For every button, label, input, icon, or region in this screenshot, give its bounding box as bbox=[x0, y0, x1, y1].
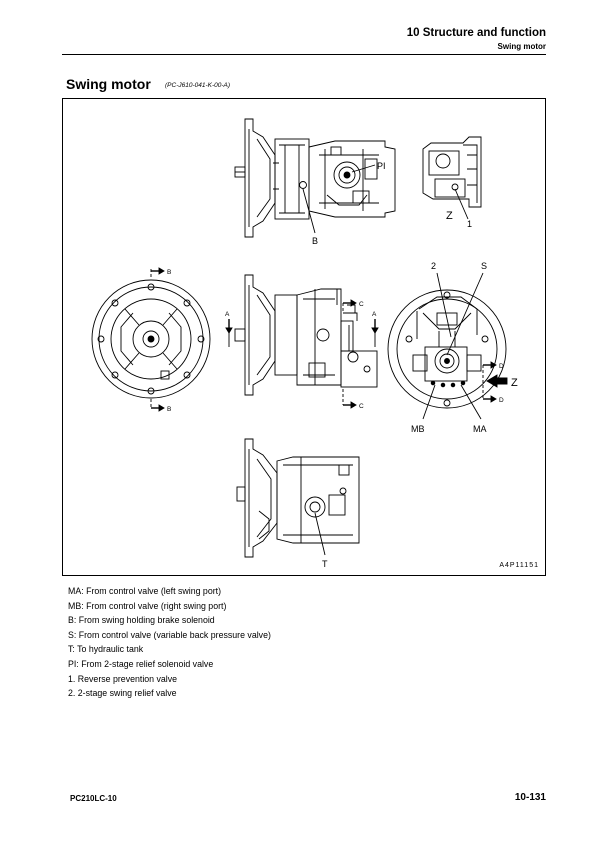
label-s: S bbox=[481, 261, 487, 271]
top-right-view bbox=[422, 136, 482, 208]
label-z-top: Z bbox=[446, 210, 453, 222]
label-sec-b-bottom: B bbox=[167, 406, 171, 413]
page-title: Swing motor bbox=[66, 76, 151, 92]
legend-item-pi: PI: From 2-stage relief solenoid valve bbox=[68, 658, 214, 669]
two-leader bbox=[436, 272, 452, 338]
swing-motor-drawing: PI B Z 1 2 S MB MA Z T B B A A C C D D bbox=[91, 118, 518, 569]
label-pi: PI bbox=[377, 161, 386, 171]
t-leader bbox=[314, 512, 326, 556]
legend-item-b: B: From swing holding brake solenoid bbox=[68, 615, 215, 626]
section-d-markers bbox=[482, 361, 497, 403]
legend-item-2: 2. 2-stage swing relief valve bbox=[68, 688, 177, 699]
label-mb: MB bbox=[411, 424, 425, 434]
label-b-top: B bbox=[312, 236, 318, 246]
legend-item-mb: MB: From control valve (right swing port… bbox=[68, 600, 227, 611]
view-z-arrow bbox=[486, 374, 508, 388]
page-number: 10-131 bbox=[514, 792, 546, 803]
top-side-view bbox=[234, 118, 396, 238]
bottom-side-view bbox=[236, 438, 360, 558]
chapter-title: 10 Structure and function bbox=[406, 27, 546, 39]
document-code: (PC-J610-041-K-00-A) bbox=[165, 82, 231, 89]
legend-item-1: 1. Reverse prevention valve bbox=[68, 673, 178, 684]
label-sec-a-right: A bbox=[372, 311, 377, 318]
swing-motor-figure: PI B Z 1 2 S MB MA Z T B B A A C C D D A… bbox=[62, 98, 546, 576]
section-subtitle: Swing motor bbox=[497, 42, 546, 51]
header-rule bbox=[62, 54, 546, 55]
label-two: 2 bbox=[431, 261, 436, 271]
mb-leader bbox=[422, 384, 436, 420]
legend-item-t: T: To hydraulic tank bbox=[68, 644, 144, 655]
right-section-view bbox=[387, 289, 507, 409]
label-z-arrow: Z bbox=[511, 377, 518, 389]
left-front-view bbox=[91, 269, 211, 409]
section-a-markers bbox=[225, 319, 379, 347]
label-sec-d-bottom: D bbox=[499, 397, 504, 404]
label-ma: MA bbox=[473, 424, 487, 434]
label-sec-d-top: D bbox=[499, 363, 504, 370]
s-leader bbox=[446, 272, 484, 356]
legend-item-s: S: From control valve (variable back pre… bbox=[68, 629, 271, 640]
section-b-markers bbox=[151, 267, 165, 412]
model-name: PC210LC-10 bbox=[70, 794, 117, 803]
label-sec-c-top: C bbox=[359, 301, 364, 308]
middle-side-view bbox=[234, 274, 378, 396]
b-leader-top bbox=[302, 188, 316, 234]
label-t: T bbox=[322, 559, 328, 569]
section-c-markers bbox=[342, 299, 357, 409]
legend-item-ma: MA: From control valve (left swing port) bbox=[68, 586, 222, 596]
label-sec-b-top: B bbox=[167, 269, 171, 276]
pi-leader bbox=[351, 164, 376, 173]
figure-code: A4P11151 bbox=[499, 562, 539, 569]
label-one: 1 bbox=[467, 219, 472, 229]
label-sec-c-bottom: C bbox=[359, 403, 364, 410]
legend-list: MA: From control valve (left swing port)… bbox=[68, 584, 271, 701]
ma-leader bbox=[460, 384, 482, 420]
label-sec-a-left: A bbox=[225, 311, 230, 318]
one-leader bbox=[454, 188, 469, 220]
